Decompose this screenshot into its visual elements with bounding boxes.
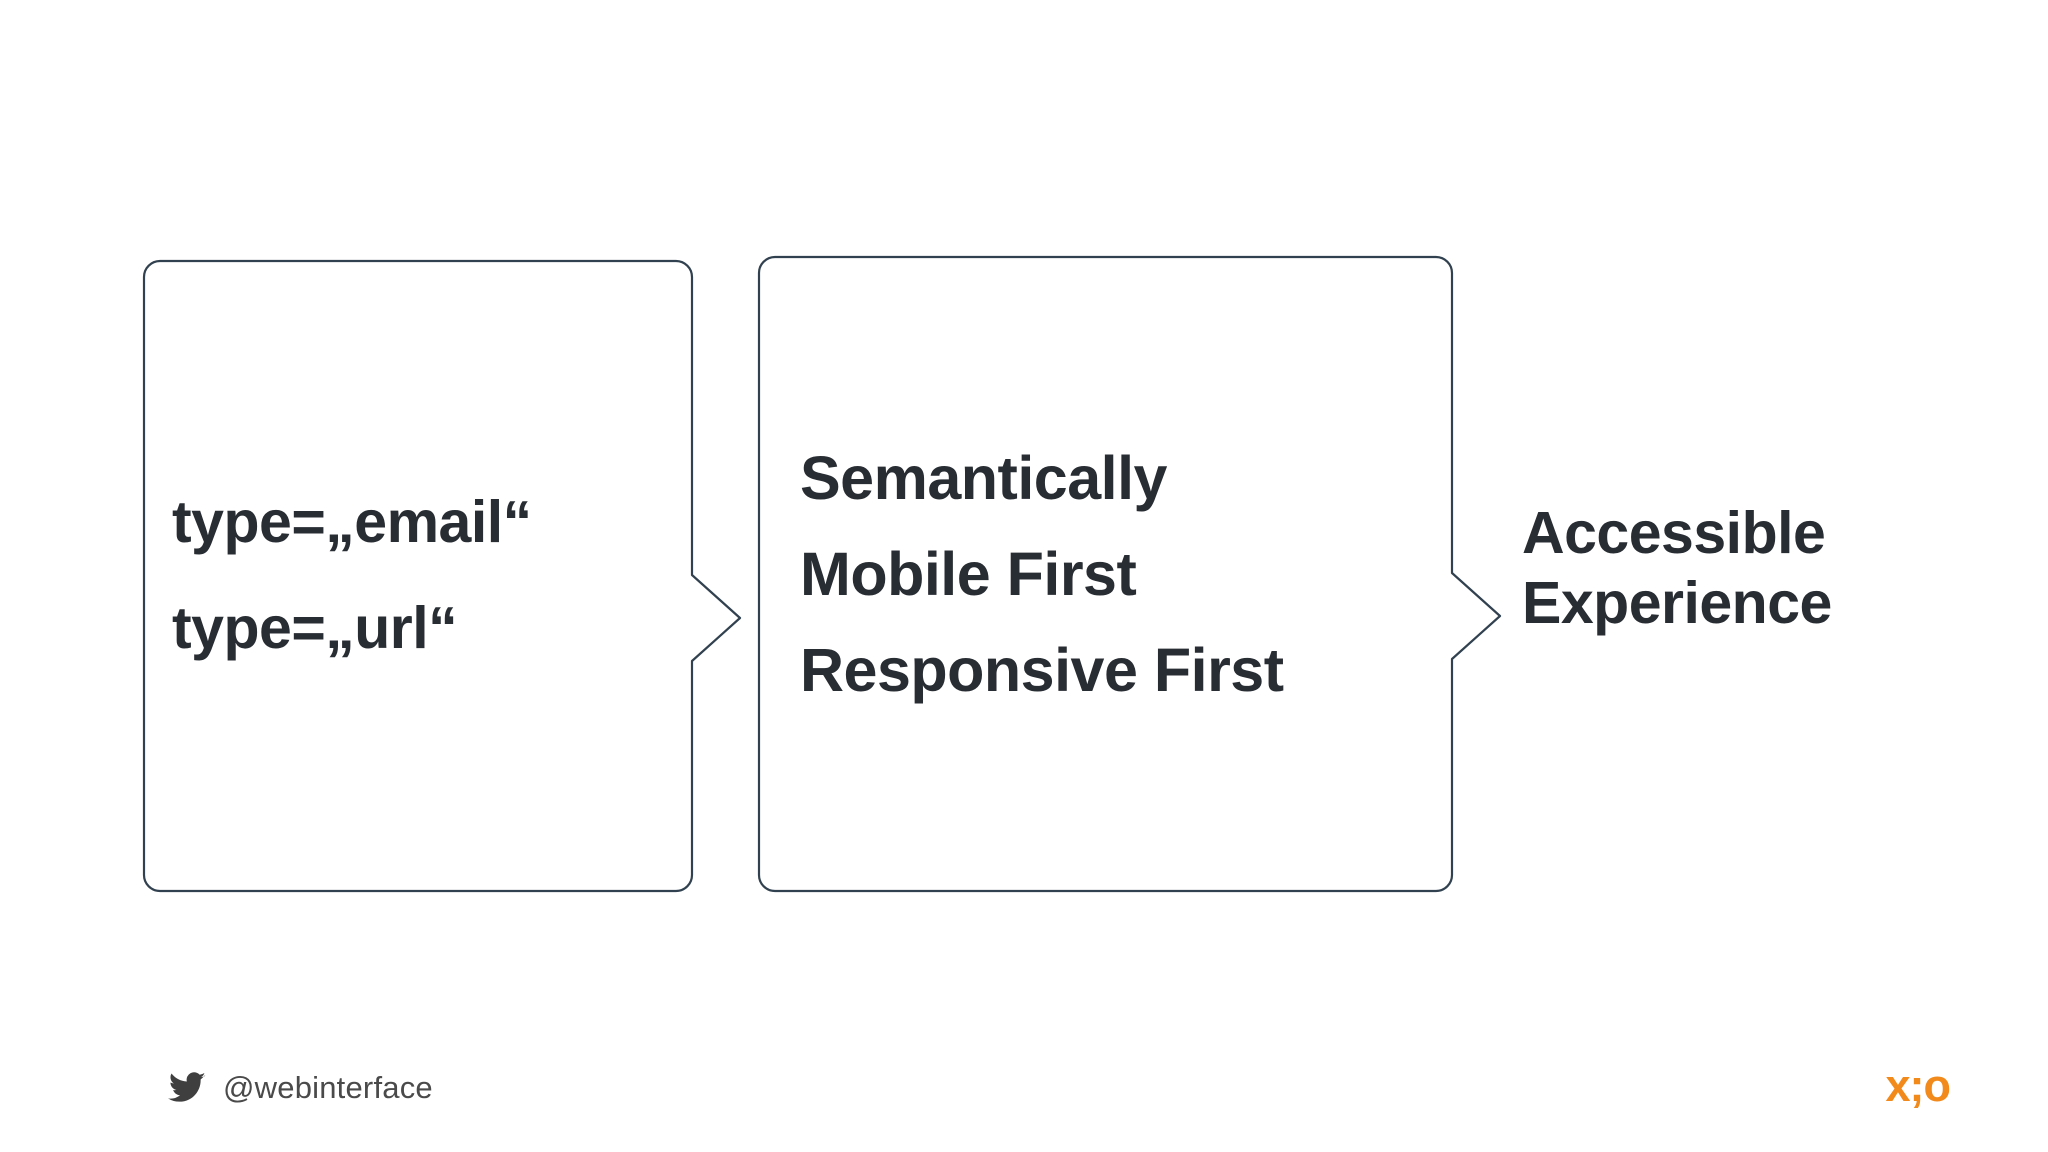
flow-step-two-outline (757, 255, 1502, 893)
flow-step-one-line-1: type=„email“ (172, 489, 532, 556)
flow-step-two-line-1: Semantically (800, 443, 1167, 512)
twitter-bird-icon (168, 1072, 206, 1104)
flow-step-two-content: Semantically Mobile First Responsive Fir… (758, 256, 1495, 892)
flow-step-two-line-2: Mobile First (800, 539, 1137, 608)
flow-step-two-line-3: Responsive First (800, 636, 1284, 705)
flow-step-one-line-2: type=„url“ (172, 595, 458, 661)
twitter-handle-text: @webinterface (223, 1070, 433, 1105)
twitter-handle-footer[interactable]: @webinterface (168, 1070, 433, 1106)
flow-outcome-text: Accessible Experience (1522, 498, 2002, 638)
flow-step-one-outline (142, 259, 742, 893)
flow-outcome-line-2: Experience (1522, 570, 1832, 637)
flow-outcome-line-1: Accessible (1522, 500, 1826, 566)
flow-step-one-box: type=„email“ type=„url“ (142, 259, 743, 893)
flow-step-two-box: Semantically Mobile First Responsive Fir… (757, 255, 1503, 893)
flow-step-one-content: type=„email“ type=„url“ (143, 260, 722, 892)
brand-logo-text: x;o (1885, 1060, 1951, 1111)
brand-logo: x;o (1886, 1063, 1951, 1108)
